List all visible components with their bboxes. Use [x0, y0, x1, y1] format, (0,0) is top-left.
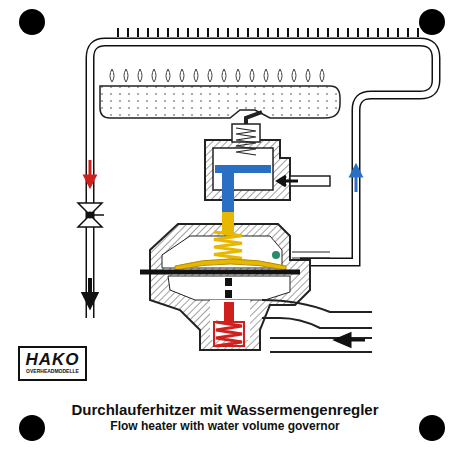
fin: [147, 28, 149, 37]
logo-box: HAKOOVERHEADMODELLE: [18, 346, 87, 381]
cold-water-arrow: [351, 166, 361, 192]
flame: [320, 69, 324, 82]
fin: [397, 28, 399, 37]
flame: [110, 69, 114, 82]
flame: [194, 69, 198, 82]
outlet-valve: [78, 203, 104, 227]
fin: [317, 28, 319, 37]
fin: [267, 28, 269, 37]
fin: [407, 28, 409, 37]
burner-flames: [110, 69, 324, 82]
flame: [208, 69, 212, 82]
inlet-arrow: [336, 334, 365, 346]
fin: [197, 28, 199, 37]
fin: [237, 28, 239, 37]
fin: [387, 28, 389, 37]
flame: [124, 69, 128, 82]
fin: [367, 28, 369, 37]
flame: [236, 69, 240, 82]
hot-water-arrow: [85, 160, 95, 186]
fin: [357, 28, 359, 37]
flame: [292, 69, 296, 82]
flame: [250, 69, 254, 82]
flame: [222, 69, 226, 82]
fin: [377, 28, 379, 37]
water-inlet-pipe: [262, 300, 372, 352]
fin: [417, 28, 419, 37]
fin: [337, 28, 339, 37]
fin: [167, 28, 169, 37]
fin: [287, 28, 289, 37]
heat-exchanger-fins: [118, 28, 418, 37]
fin: [137, 28, 139, 37]
flame: [306, 69, 310, 82]
flame: [152, 69, 156, 82]
fin: [177, 28, 179, 37]
flame: [180, 69, 184, 82]
flame: [138, 69, 142, 82]
fin: [207, 28, 209, 37]
fin: [217, 28, 219, 37]
fin: [307, 28, 309, 37]
gas-valve: [205, 124, 330, 215]
corner-hole: [19, 9, 445, 441]
fin: [257, 28, 259, 37]
logo-text: HAKO: [24, 351, 81, 368]
fin: [117, 28, 119, 37]
fin: [157, 28, 159, 37]
fin: [227, 28, 229, 37]
fin: [327, 28, 329, 37]
outlet-arrow: [84, 278, 96, 306]
fin: [247, 28, 249, 37]
water-pipe: [90, 42, 436, 318]
flame: [264, 69, 268, 82]
flame: [166, 69, 170, 82]
fin: [347, 28, 349, 37]
fin: [277, 28, 279, 37]
water-volume-governor: [140, 212, 330, 350]
logo-subtext: OVERHEADMODELLE: [24, 368, 81, 374]
burner: [100, 86, 340, 118]
fin: [127, 28, 129, 37]
fin: [297, 28, 299, 37]
fin: [187, 28, 189, 37]
title-text: Durchlauferhitzer mit Wassermengenregler: [0, 401, 450, 418]
flame: [278, 69, 282, 82]
caption-text: Flow heater with water volume governor: [0, 419, 450, 433]
